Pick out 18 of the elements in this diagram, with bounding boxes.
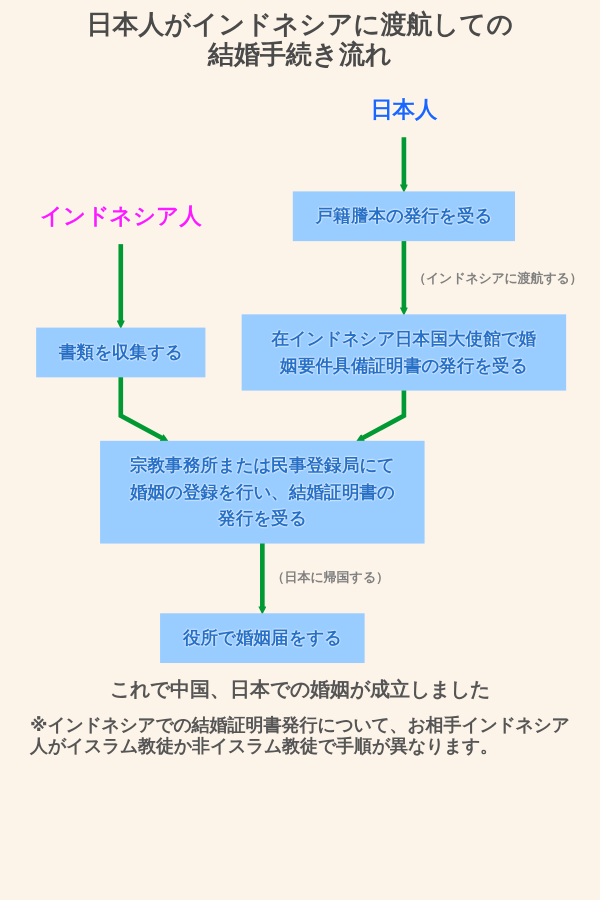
node-text: 日本人 [370,96,438,122]
edge-label: （日本に帰国する） [272,570,389,586]
arrow [356,390,406,442]
footnote: ※インドネシアでの結婚証明書発行について、お相手インドネシア人がイスラム教徒か非イスラム教徒で手順が異なります。 [30,715,570,757]
result-note: これで中国、日本での婚姻が成立しました [109,676,491,703]
arrow [400,137,408,192]
edge-label: （インドネシアに渡航する） [413,272,582,286]
node-box: 宗教事務所または民事登録局にて婚姻の登録を行い、結婚証明書の発行を受る [100,440,425,544]
title: 日本人がインドネシアに渡航しての結婚手続き流れ [86,10,514,70]
node-text: インドネシア人 [40,203,202,230]
arrow [118,376,168,442]
arrow [116,244,125,328]
node-box: 戸籍謄本の発行を受る [292,191,516,242]
node-box: 在インドネシア日本国大使館で婚姻要件具備証明書の発行を受る [242,314,566,391]
arrow [400,240,408,316]
node-box: 書類を収集する [36,328,206,378]
arrow [258,543,266,614]
node-box: 役所で婚姻届をする [160,613,365,664]
